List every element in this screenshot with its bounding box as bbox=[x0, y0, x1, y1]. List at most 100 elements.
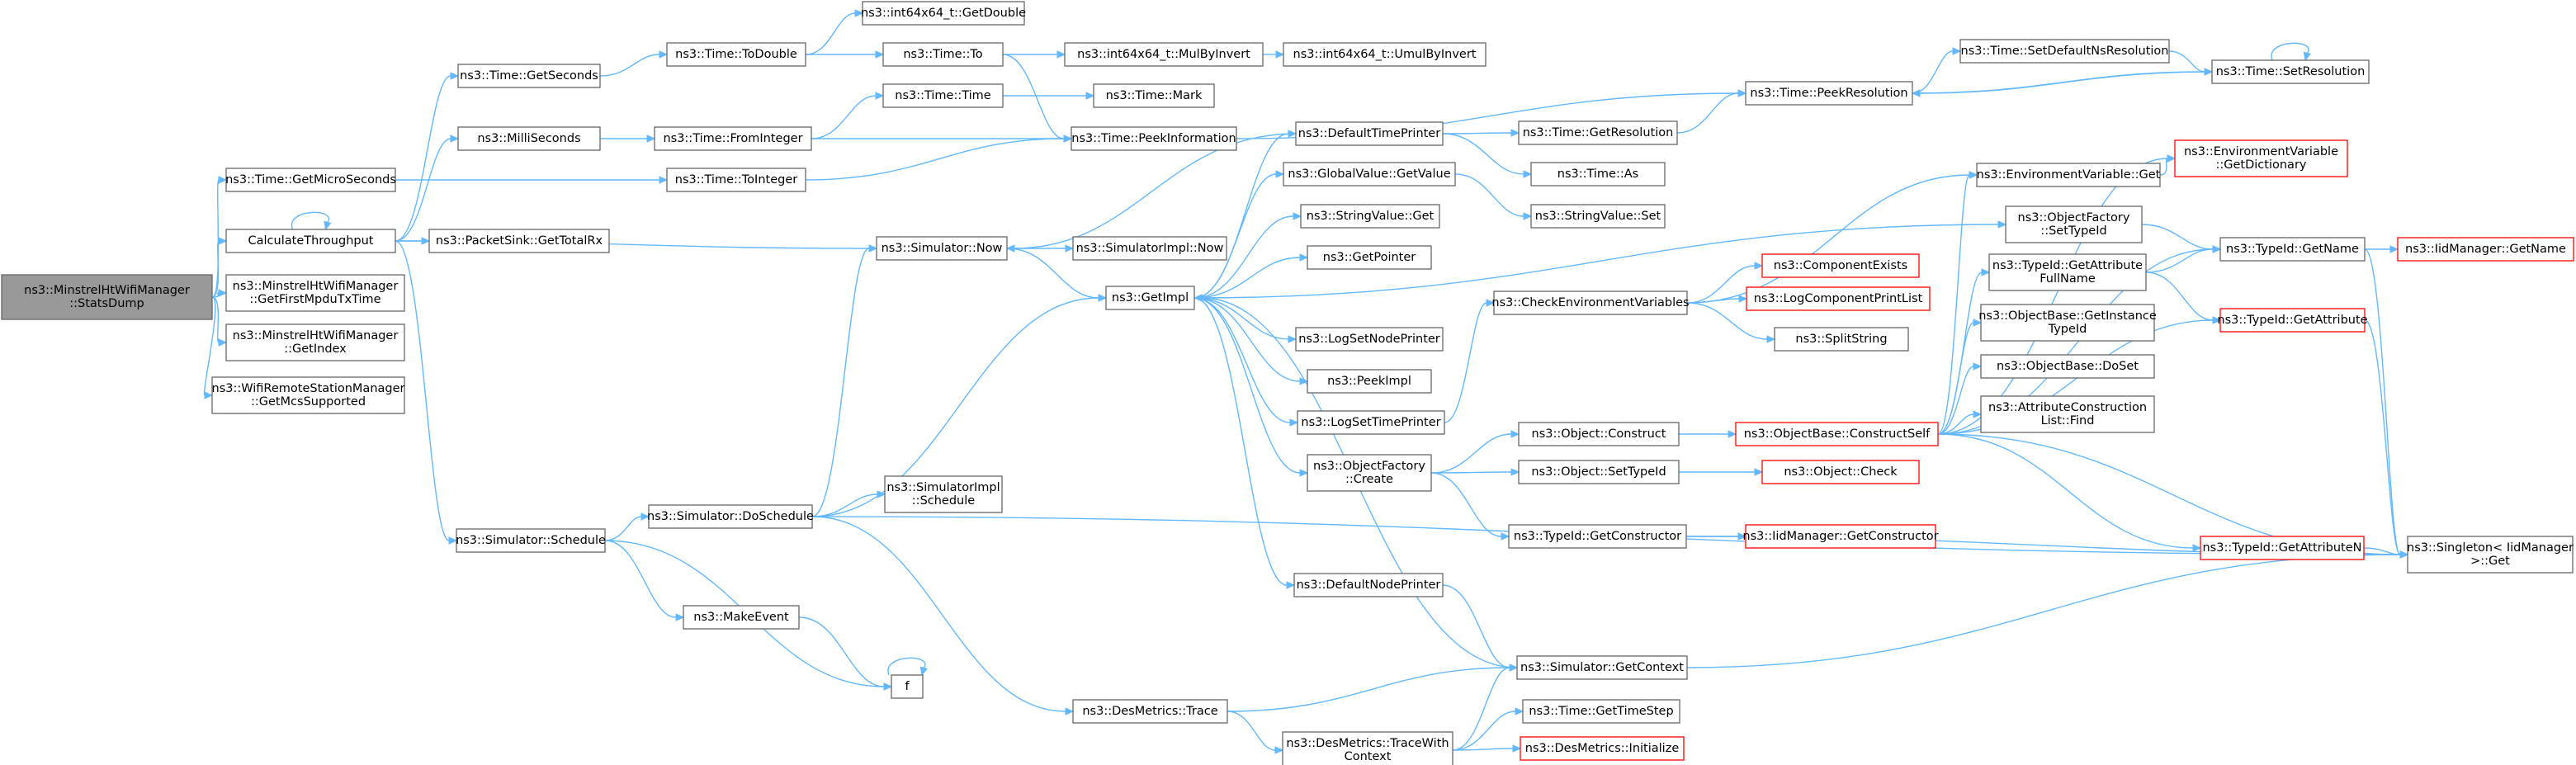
graph-edge-arrowhead bbox=[1293, 212, 1302, 220]
graph-node[interactable]: ns3::Simulator::Now bbox=[876, 236, 1008, 261]
graph-node-label: ns3::Object::Check bbox=[1784, 465, 1898, 479]
graph-node[interactable]: ns3::Time::SetDefaultNsResolution bbox=[1959, 39, 2170, 64]
graph-node[interactable]: ns3::IidManager::GetConstructor bbox=[1742, 524, 1939, 549]
graph-node[interactable]: ns3::StringValue::Set bbox=[1530, 204, 1666, 229]
graph-node[interactable]: ns3::Singleton< IidManager >::Get bbox=[2407, 536, 2574, 574]
graph-node[interactable]: CalculateThroughput bbox=[225, 229, 396, 253]
graph-node-box bbox=[882, 83, 1004, 108]
graph-edge-line bbox=[887, 657, 926, 676]
graph-node[interactable]: ns3::WifiRemoteStationManager::GetMcsSup… bbox=[211, 376, 405, 414]
graph-edge-arrowhead bbox=[1738, 295, 1748, 303]
graph-node[interactable]: ns3::LogComponentPrintList bbox=[1746, 286, 1931, 311]
graph-node[interactable]: ns3::Time::Mark bbox=[1093, 83, 1215, 108]
graph-node-label: ns3::IidManager::GetName bbox=[2405, 243, 2566, 256]
graph-node[interactable]: ns3::Object::SetTypeId bbox=[1518, 460, 1680, 484]
graph-node[interactable]: ns3::Time::PeekResolution bbox=[1745, 81, 1913, 106]
graph-edge-arrowhead bbox=[1288, 335, 1297, 343]
graph-edge-arrowhead bbox=[218, 338, 228, 347]
graph-node[interactable]: ns3::DesMetrics::Initialize bbox=[1520, 736, 1685, 761]
graph-node[interactable]: ns3::Time::PeekInformation bbox=[1071, 126, 1237, 151]
graph-node[interactable]: ns3::GlobalValue::GetValue bbox=[1283, 162, 1456, 187]
graph-node[interactable]: ns3::int64x64_t::UmulByInvert bbox=[1283, 42, 1487, 67]
graph-node[interactable]: ns3::ObjectBase::DoSet bbox=[1980, 354, 2155, 379]
graph-node[interactable]: ns3::Object::Check bbox=[1761, 460, 1920, 484]
graph-node[interactable]: ns3::IidManager::GetName bbox=[2397, 237, 2574, 262]
graph-node[interactable]: ns3::Simulator::GetContext bbox=[1516, 655, 1688, 680]
graph-node[interactable]: ns3::StringValue::Get bbox=[1300, 204, 1440, 229]
graph-node[interactable]: ns3::DesMetrics::Trace bbox=[1072, 699, 1228, 724]
graph-node[interactable]: ns3::LogSetTimePrinter bbox=[1297, 410, 1445, 435]
graph-node[interactable]: ns3::TypeId::GetName bbox=[2219, 237, 2366, 262]
graph-edge-arrowhead bbox=[1501, 532, 1510, 541]
graph-node[interactable]: ns3::Time::To bbox=[882, 42, 1004, 67]
graph-node[interactable]: ns3::EnvironmentVariable::GetDictionary bbox=[2174, 139, 2348, 177]
graph-node[interactable]: ns3::ObjectFactory::Create bbox=[1307, 454, 1432, 492]
graph-edge bbox=[2141, 224, 2222, 253]
graph-edge-arrowhead bbox=[1952, 47, 1962, 55]
graph-node[interactable]: f bbox=[891, 674, 924, 699]
graph-node[interactable]: ns3::TypeId::GetConstructor bbox=[1508, 524, 1687, 549]
graph-edge bbox=[1430, 468, 1520, 476]
graph-edge bbox=[1193, 297, 1309, 477]
graph-edge bbox=[395, 176, 669, 184]
graph-edge-line bbox=[2145, 248, 2214, 273]
graph-edge bbox=[1686, 302, 1776, 343]
graph-node[interactable]: ns3::int64x64_t::MulByInvert bbox=[1064, 42, 1264, 67]
graph-node[interactable]: ns3::Time::GetSeconds bbox=[457, 64, 601, 88]
graph-node[interactable]: ns3::Time::GetResolution bbox=[1518, 120, 1678, 145]
graph-node[interactable]: ns3::Time::ToInteger bbox=[666, 168, 806, 192]
graph-node[interactable]: ns3::MinstrelHtWifiManager::GetFirstMpdu… bbox=[225, 274, 405, 312]
graph-node[interactable]: ns3::Object::Construct bbox=[1518, 422, 1680, 446]
graph-node-label: ns3::Singleton< IidManager bbox=[2407, 541, 2574, 555]
graph-node-box bbox=[456, 528, 606, 553]
graph-edge-line bbox=[811, 95, 877, 139]
graph-node[interactable]: ns3::SimulatorImpl::Schedule bbox=[884, 475, 1003, 513]
graph-edge bbox=[1442, 129, 1520, 137]
graph-node-box bbox=[1518, 422, 1680, 446]
graph-node[interactable]: ns3::ComponentExists bbox=[1761, 253, 1920, 278]
graph-node[interactable]: ns3::Time::GetTimeStep bbox=[1522, 699, 1680, 724]
graph-node-label: ns3::GetPointer bbox=[1323, 251, 1416, 264]
graph-node-box bbox=[1071, 126, 1237, 151]
graph-node[interactable]: ns3::EnvironmentVariable::Get bbox=[1976, 163, 2161, 187]
graph-node[interactable]: ns3::ObjectBase::ConstructSelf bbox=[1735, 422, 1939, 446]
graph-node[interactable]: ns3::PeekImpl bbox=[1307, 369, 1432, 394]
graph-node[interactable]: ns3::DefaultNodePrinter bbox=[1293, 573, 1444, 597]
graph-node-box bbox=[1105, 286, 1195, 310]
graph-node[interactable]: ns3::Time::Time bbox=[882, 83, 1004, 108]
graph-node[interactable]: ns3::MinstrelHtWifiManager::StatsDump bbox=[1, 274, 213, 320]
graph-node[interactable]: ns3::ObjectFactory::SetTypeId bbox=[2005, 205, 2143, 243]
graph-node[interactable]: ns3::TypeId::GetAttributeN bbox=[2200, 536, 2365, 560]
graph-node[interactable]: ns3::TypeId::GetAttribute bbox=[2217, 308, 2368, 333]
graph-node[interactable]: ns3::MakeEvent bbox=[683, 605, 800, 630]
graph-node[interactable]: ns3::DefaultTimePrinter bbox=[1295, 121, 1444, 146]
graph-node[interactable]: ns3::LogSetNodePrinter bbox=[1295, 327, 1444, 352]
graph-node[interactable]: ns3::Simulator::DoSchedule bbox=[647, 504, 814, 529]
graph-edge-arrowhead bbox=[1973, 319, 1983, 327]
graph-node[interactable]: ns3::Time::GetMicroSeconds bbox=[225, 168, 396, 192]
graph-node[interactable]: ns3::int64x64_t::GetDouble bbox=[861, 1, 1026, 26]
graph-node[interactable]: ns3::SimulatorImpl::Now bbox=[1072, 236, 1227, 261]
graph-node[interactable]: ns3::CheckEnvironmentVariables bbox=[1491, 290, 1690, 315]
graph-node[interactable]: ns3::Time::SetResolution bbox=[2211, 59, 2370, 84]
graph-node[interactable]: ns3::GetImpl bbox=[1105, 286, 1195, 310]
graph-node[interactable]: ns3::GetPointer bbox=[1307, 245, 1432, 270]
graph-node[interactable]: ns3::Time::As bbox=[1530, 162, 1666, 187]
graph-node[interactable]: ns3::MilliSeconds bbox=[457, 126, 601, 151]
graph-edge-arrowhead bbox=[1911, 89, 1921, 97]
graph-node[interactable]: ns3::MinstrelHtWifiManager::GetIndex bbox=[225, 323, 405, 361]
graph-node-label: ns3::DefaultTimePrinter bbox=[1298, 127, 1440, 140]
graph-edge bbox=[1686, 550, 2409, 668]
graph-edge-arrowhead bbox=[1065, 707, 1075, 715]
graph-edge-arrowhead bbox=[868, 244, 878, 253]
graph-node[interactable]: ns3::SplitString bbox=[1774, 327, 1909, 352]
graph-node[interactable]: ns3::Time::ToDouble bbox=[666, 42, 806, 67]
graph-node-box bbox=[654, 126, 812, 151]
graph-node[interactable]: ns3::Simulator::Schedule bbox=[456, 528, 606, 553]
graph-node[interactable]: ns3::Time::FromInteger bbox=[654, 126, 812, 151]
graph-node[interactable]: ns3::PacketSink::GetTotalRx bbox=[428, 229, 610, 253]
